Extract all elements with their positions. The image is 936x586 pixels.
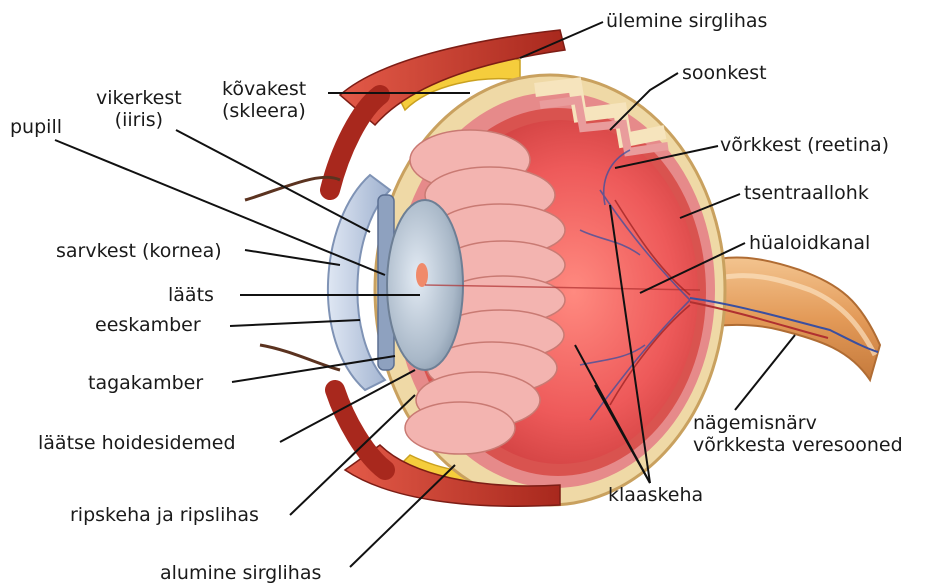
label-vorkkesta-veresooned: võrkkesta veresooned — [693, 434, 903, 456]
label-tsentraallohk: tsentraallohk — [744, 182, 869, 204]
label-hualoidkanal: hüaloidkanal — [749, 232, 870, 254]
label-eeskamber: eeskamber — [95, 314, 201, 336]
label-nagemisnarv: nägemisnärv võrkkesta veresooned — [693, 412, 903, 456]
label-sarvkest: sarvkest (kornea) — [56, 240, 222, 262]
label-vikerkest: vikerkest (iiris) — [96, 87, 182, 131]
label-vorkkest: võrkkest (reetina) — [720, 134, 889, 156]
label-soonkest: soonkest — [682, 62, 767, 84]
label-laats: lääts — [168, 284, 214, 306]
label-kovakest-line2: (skleera) — [222, 100, 306, 122]
label-ripskeha: ripskeha ja ripslihas — [70, 504, 259, 526]
label-alumine-sirglihas: alumine sirglihas — [160, 562, 321, 584]
label-ulemine-sirglihas: ülemine sirglihas — [606, 10, 767, 32]
label-tagakamber: tagakamber — [88, 372, 203, 394]
label-laatse-hoidesidemed: läätse hoidesidemed — [38, 432, 236, 454]
label-kovakest: kõvakest (skleera) — [222, 78, 306, 122]
label-vikerkest-line2: (iiris) — [96, 109, 182, 131]
label-nagemisnarv-line1: nägemisnärv — [693, 412, 903, 434]
label-vikerkest-line1: vikerkest — [96, 87, 182, 109]
label-kovakest-line1: kõvakest — [222, 78, 306, 100]
label-pupill: pupill — [10, 116, 62, 138]
label-klaaskeha: klaaskeha — [608, 484, 703, 506]
